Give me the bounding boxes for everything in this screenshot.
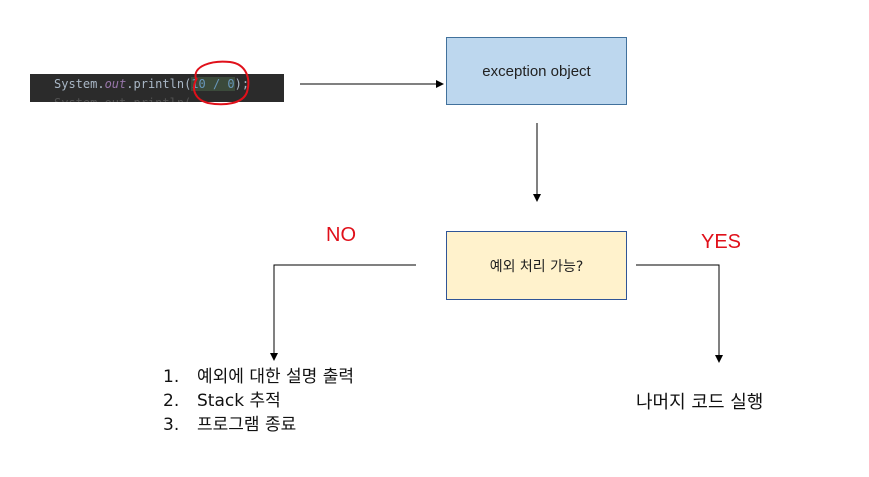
list-item: 1. 예외에 대한 설명 출력 [163,365,354,389]
decision-label: 예외 처리 가능? [489,258,584,275]
exception-object-label: exception object [482,62,591,80]
list-item-text: 예외에 대한 설명 출력 [197,367,354,387]
decision-node: 예외 처리 가능? [446,231,627,300]
arrow-yes-branch [636,264,723,363]
code-suffix: ); [234,77,250,91]
code-snippet: System.out.println(10 / 0); System.out.p… [30,74,284,102]
yes-outcome-text: 나머지 코드 실행 [636,392,764,413]
no-branch-label: NO [326,224,356,246]
highlight-circle [193,60,250,106]
list-item-number: 1. [163,367,180,387]
list-item-number: 3. [163,415,180,435]
list-item-text: 프로그램 종료 [197,415,297,435]
code-field: out [104,77,127,91]
list-item: 3. 프로그램 종료 [163,413,354,437]
code-next-line-partial: System.out.println( [54,96,254,102]
arrow-no-branch [270,264,416,361]
list-item: 2. Stack 추적 [163,389,354,413]
no-outcome-list: 1. 예외에 대한 설명 출력 2. Stack 추적 3. 프로그램 종료 [163,365,354,437]
code-call: .println( [126,77,192,91]
yes-branch-label: YES [701,231,742,253]
list-item-number: 2. [163,391,180,411]
code-prefix: System. [54,77,105,91]
exception-object-node: exception object [446,37,627,105]
list-item-text: Stack 추적 [197,391,281,411]
